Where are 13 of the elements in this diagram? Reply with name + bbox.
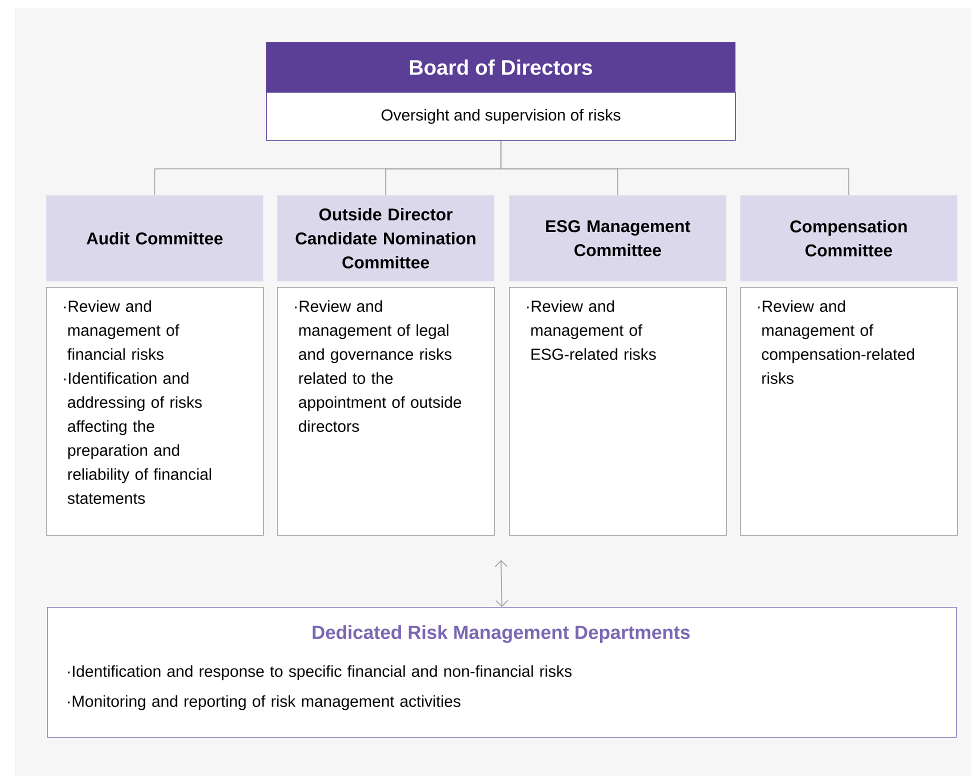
node-label: ESG Management Committee (546, 220, 690, 256)
department-box: Dedicated Risk Management Departments ·Identification and response to specific financial and non-financial risks ·Monitoring and reporting of risk management activities (47, 607, 957, 738)
board-box: Board of Directors Oversight and supervision of risks (266, 42, 736, 141)
committee-box: Compensation Committee ·Review and management of compensation-related risks (740, 195, 958, 536)
node-label: Audit Committee (86, 232, 223, 244)
node-label: Compensation Committee (790, 220, 907, 256)
double-arrow (494, 560, 508, 607)
committee-box: Audit Committee ·Review and management of financial risks ·Identification and addressing of risks affecting the preparation and reliability of financial statements (46, 195, 264, 536)
connector-line (500, 140, 850, 196)
committee-box: Outside Director Candidate Nomination Committee ·Review and management of legal and governance risks related to the appointment of outside directors (277, 195, 495, 536)
node-label: Oversight and supervision of risks (382, 108, 620, 124)
node-label: Outside Director Candidate Nomination Committee (296, 208, 476, 268)
committee-box: ESG Management Committee ·Review and management of ESG-related risks (509, 195, 727, 536)
